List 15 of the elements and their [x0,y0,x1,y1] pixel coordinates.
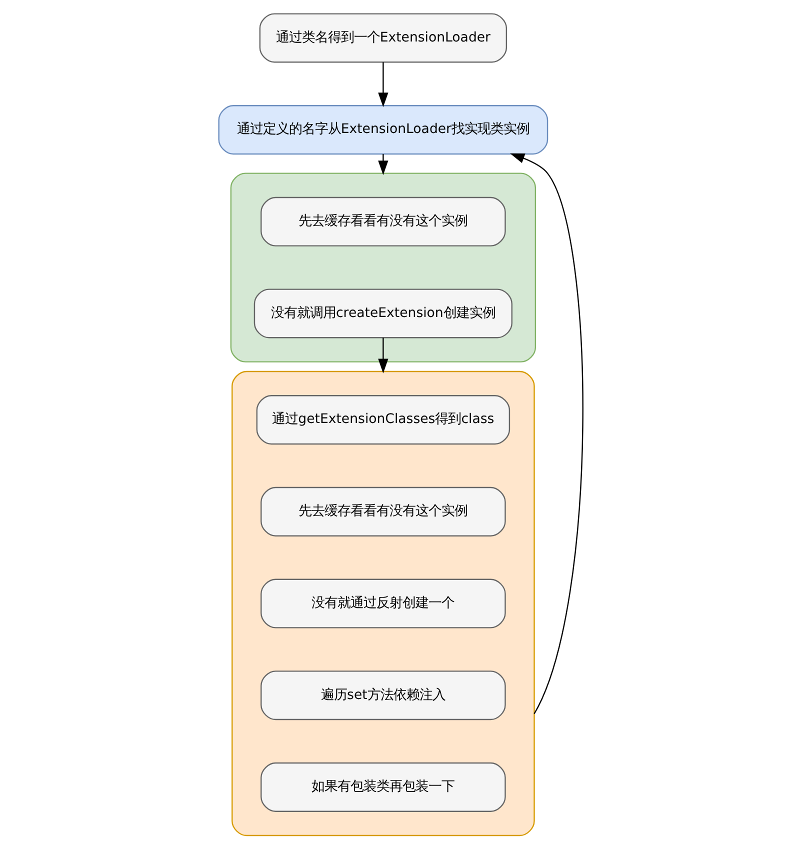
node-box: 没有就调用createExtension创建实例 [254,288,512,338]
node-box: 通过类名得到一个ExtensionLoader [259,13,508,63]
arrow [378,62,388,108]
node-box: 如果有包装类再包装一下 [260,762,506,812]
node-box: 通过定义的名字从ExtensionLoader找实现类实例 [218,105,548,155]
cluster [230,172,536,362]
node-box: 先去缓存看看有没有这个实例 [260,196,506,246]
node-box: 没有就通过反射创建一个 [260,578,506,628]
node-box: 通过getExtensionClasses得到class [256,395,510,445]
node-box: 先去缓存看看有没有这个实例 [260,486,506,536]
arrow [510,153,584,714]
cluster [232,370,535,836]
arrow [378,154,388,176]
arrow [378,338,388,374]
node-box: 遍历set方法依赖注入 [260,670,506,720]
